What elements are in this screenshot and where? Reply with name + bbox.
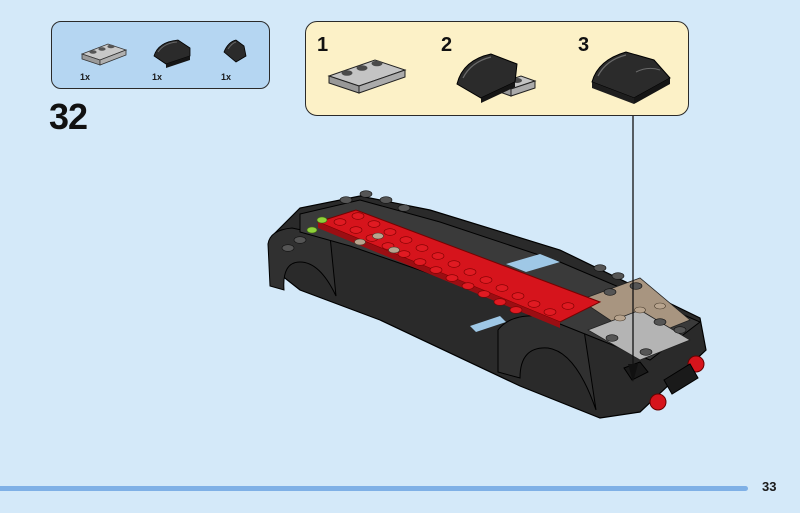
combined-slope-assembly-icon: [591, 51, 671, 104]
sub-step-callout: 1 2 3: [305, 21, 689, 116]
page-number: 33: [762, 479, 777, 494]
sub-step-2: 2: [441, 32, 551, 112]
black-curved-slope-icon: [153, 39, 191, 68]
parts-list-box: 1x 1x 1x: [51, 21, 270, 89]
step-number: 32: [49, 96, 88, 137]
sub-step-3: 3: [578, 32, 688, 112]
light-gray-plate-1x3-icon: [80, 43, 128, 66]
black-small-curved-slope-icon: [223, 39, 247, 63]
curved-slope-on-plate-icon: [456, 53, 537, 103]
footer-bar: [0, 486, 748, 491]
part-quantity: 1x: [221, 72, 232, 82]
sub-step-1: 1: [317, 32, 427, 112]
sub-step-number: 2: [441, 34, 453, 56]
part-quantity: 1x: [152, 72, 163, 82]
sub-step-number: 1: [317, 34, 329, 56]
sub-step-number: 3: [578, 34, 590, 56]
part-item: 1x: [212, 30, 272, 86]
part-item: 1x: [74, 30, 134, 86]
part-item: 1x: [144, 30, 204, 86]
plate-1x3-brick-icon: [327, 59, 407, 94]
part-quantity: 1x: [80, 72, 91, 82]
